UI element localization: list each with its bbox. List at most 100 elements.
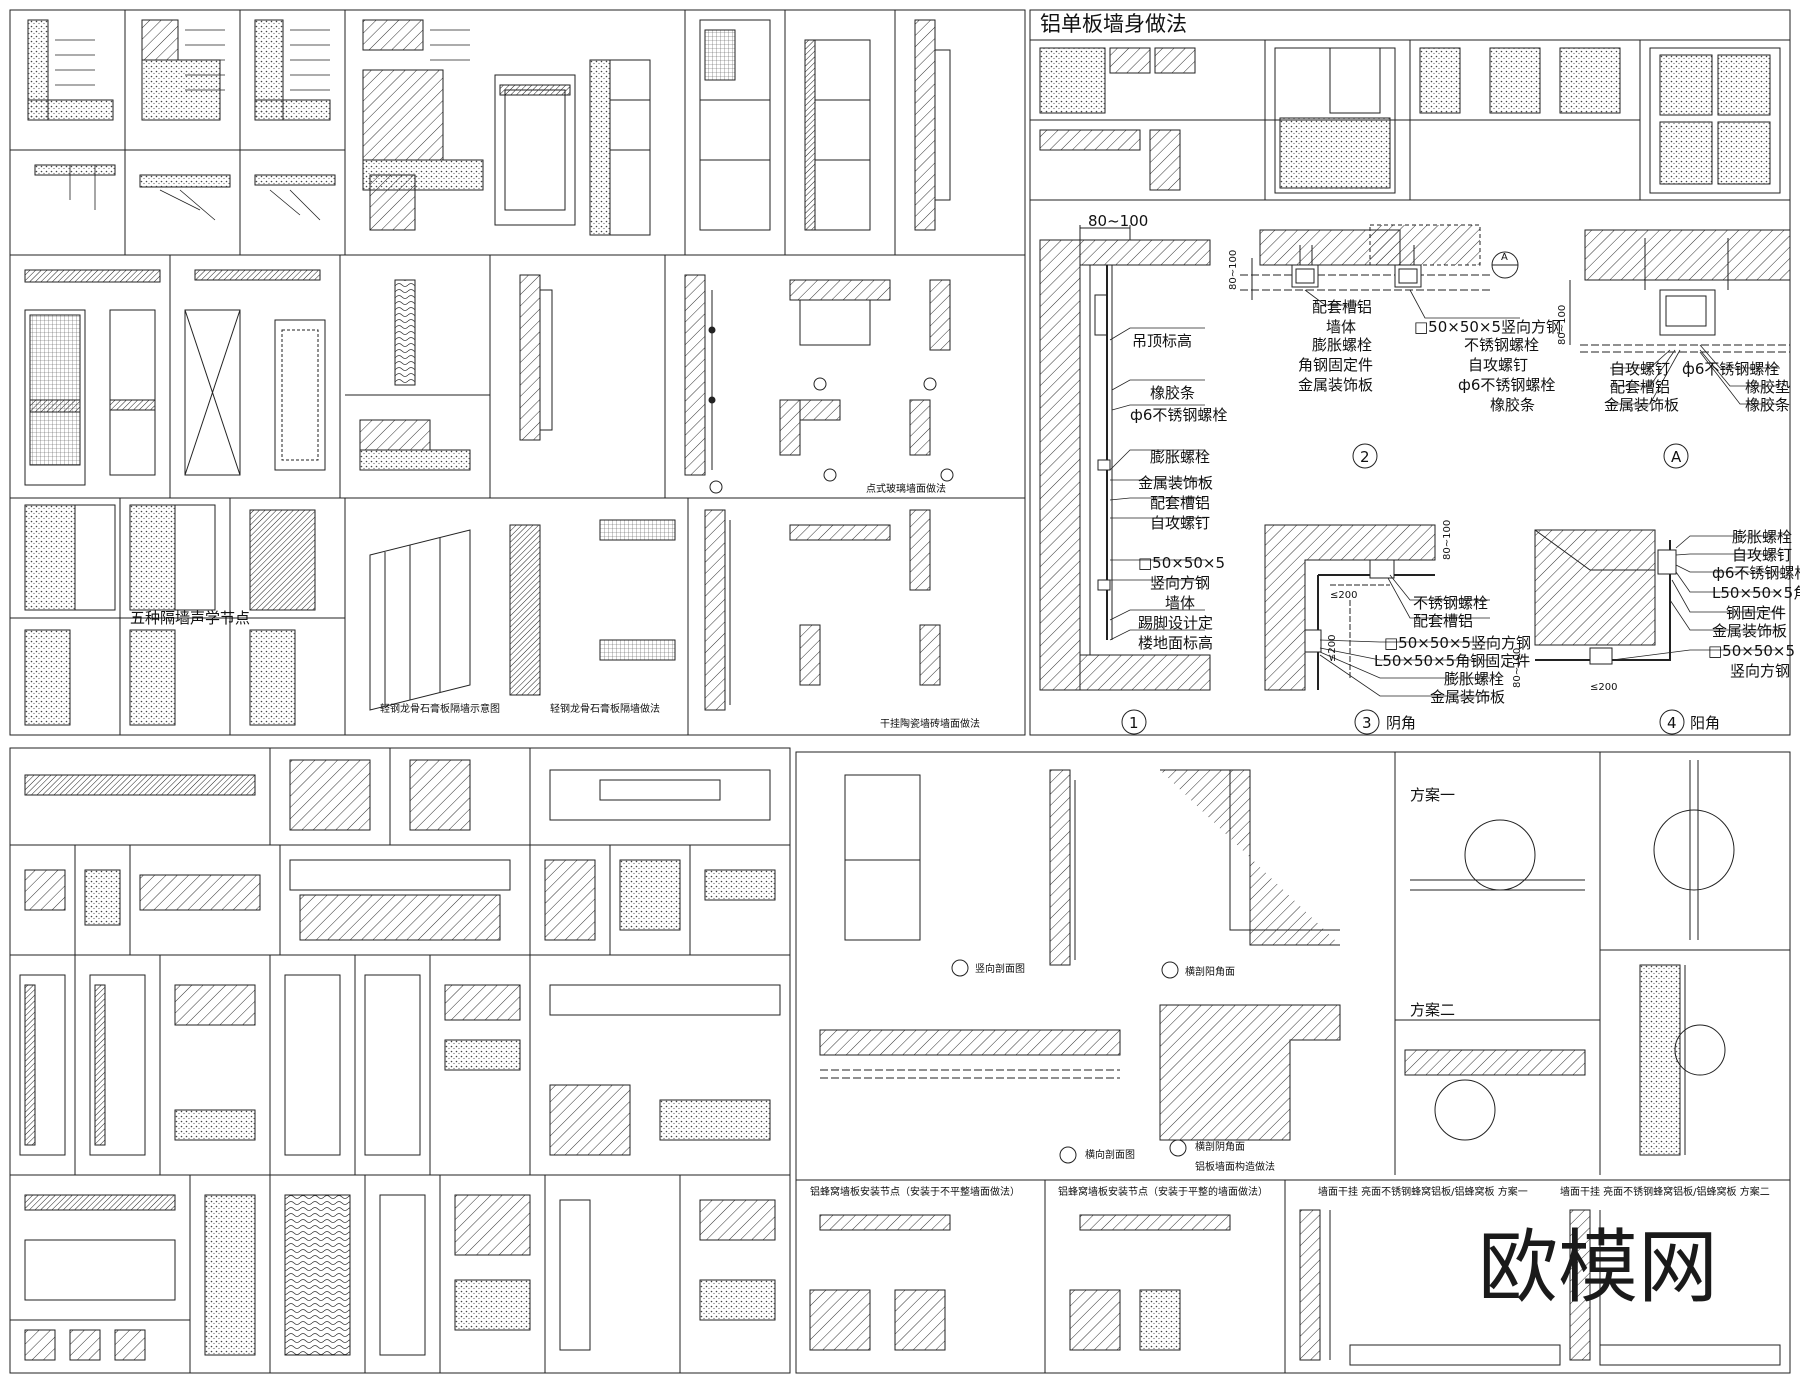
svg-text:橡胶条: 橡胶条: [1745, 396, 1790, 414]
svg-text:橡胶垫: 橡胶垫: [1745, 378, 1790, 396]
plan-1-label: 方案一: [1410, 786, 1455, 804]
honeycomb-details: [809, 1209, 1781, 1366]
svg-text:□50×50×5竖向方钢: □50×50×5竖向方钢: [1384, 634, 1531, 652]
svg-text:80~100: 80~100: [1228, 250, 1239, 290]
alu-detail-3: [1264, 524, 1436, 691]
detail-1-marker: [1121, 709, 1147, 735]
svg-text:□50×50×5竖向方钢: □50×50×5竖向方钢: [1414, 318, 1561, 336]
bottom-left-details: [19, 759, 781, 1361]
top-left-quadrant: [9, 9, 1026, 736]
svg-text:不锈钢螺栓: 不锈钢螺栓: [1464, 336, 1539, 354]
corner-details-top: [27, 19, 484, 231]
svg-text:3: 3: [1362, 714, 1372, 732]
svg-text:铝板墙面构造做法: 铝板墙面构造做法: [1195, 1160, 1275, 1173]
ceramic-details: [704, 509, 941, 711]
alu-detail-4-labels: 膨胀螺栓 自攻螺钉 ф6不锈钢螺栓 L50×50×5角 钢固定件 金属装饰板 □…: [1512, 528, 1800, 693]
svg-text:楼地面标高: 楼地面标高: [1138, 634, 1213, 652]
gypsum-title-1: 轻钢龙骨石膏板隔墙示意图: [380, 702, 500, 715]
section-labels: 竖向剖面图 横剖阳角面 横向剖面图 横剖阴角面 铝板墙面构造做法: [975, 962, 1275, 1173]
svg-text:L50×50×5角钢固定件: L50×50×5角钢固定件: [1374, 652, 1530, 670]
svg-text:2: 2: [1360, 448, 1370, 466]
detail-2-marker: [1352, 443, 1378, 469]
alu-detail-A-leaders: [1610, 344, 1780, 405]
svg-text:≤200: ≤200: [1590, 682, 1617, 693]
leader-lines-1: [55, 29, 470, 221]
svg-text:□50×50×5: □50×50×5: [1138, 554, 1225, 572]
svg-text:配套槽铝: 配套槽铝: [1150, 494, 1210, 512]
svg-text:铝蜂窝墙板安装节点（安装于平整的墙面做法）: 铝蜂窝墙板安装节点（安装于平整的墙面做法）: [1058, 1185, 1268, 1198]
svg-text:钢固定件: 钢固定件: [1726, 604, 1786, 622]
svg-text:横剖阳角面: 横剖阳角面: [1185, 965, 1235, 978]
svg-text:横剖阴角面: 横剖阴角面: [1195, 1140, 1245, 1153]
svg-text:墙体: 墙体: [1326, 318, 1356, 336]
alu-panel-sections: [819, 769, 1341, 1141]
top-right-title: 铝单板墙身做法: [1040, 12, 1187, 36]
alu-detail-2: [1240, 224, 1490, 300]
scheme-details: [1404, 760, 1735, 1156]
svg-text:膨胀螺栓: 膨胀螺栓: [1312, 336, 1372, 354]
svg-text:A: A: [1501, 252, 1508, 263]
plan-2-label: 方案二: [1410, 1001, 1455, 1019]
section-markers: [951, 959, 1187, 1164]
sound-insulation-panels: [24, 504, 316, 726]
svg-text:80~100: 80~100: [1442, 520, 1453, 560]
svg-text:竖向剖面图: 竖向剖面图: [975, 962, 1025, 975]
alu-detail-4-leaders: [1611, 535, 1780, 661]
svg-text:≤200: ≤200: [1327, 635, 1338, 662]
svg-text:ф6不锈钢螺栓: ф6不锈钢螺栓: [1712, 564, 1800, 582]
svg-text:吊顶标高: 吊顶标高: [1132, 332, 1192, 350]
bottom-right-frame: [795, 751, 1791, 1374]
alu-detail-A: [1569, 229, 1791, 353]
ceramic-title: 干挂陶瓷墙砖墙面做法: [880, 717, 980, 730]
detail-A-marker: [1663, 443, 1689, 469]
detail-4-marker: [1659, 709, 1685, 735]
sound-title: 五种隔墙声学节点: [130, 609, 250, 627]
alu-detail-3-leaders: [1319, 574, 1490, 697]
svg-text:金属装饰板: 金属装饰板: [1712, 622, 1787, 640]
svg-text:墙面干挂 亮面不锈钢蜂窝铝板/铝蜂窝板 方案一: 墙面干挂 亮面不锈钢蜂窝铝板/铝蜂窝板 方案一: [1318, 1185, 1528, 1198]
alu-detail-A-labels: 80~100 自攻螺钉 配套槽铝 金属装饰板 ф6不锈钢螺栓 橡胶垫 橡胶条 4: [1557, 305, 1790, 414]
alu-detail-1-leaders: [1109, 327, 1205, 641]
svg-text:4: 4: [1684, 360, 1690, 371]
point-glass-details: [684, 274, 951, 476]
svg-text:墙面干挂 亮面不锈钢蜂窝铝板/铝蜂窝板 方案二: 墙面干挂 亮面不锈钢蜂窝铝板/铝蜂窝板 方案二: [1560, 1185, 1770, 1198]
svg-text:自攻螺钉: 自攻螺钉: [1468, 356, 1528, 374]
svg-text:□50×50×5: □50×50×5: [1708, 642, 1795, 660]
svg-text:铝蜂窝墙板安装节点（安装于不平整墙面做法）: 铝蜂窝墙板安装节点（安装于不平整墙面做法）: [810, 1185, 1020, 1198]
door-elevations: [24, 269, 553, 486]
svg-text:1: 1: [1129, 714, 1139, 732]
detail-3-marker: [1354, 709, 1380, 735]
svg-text:金属装饰板: 金属装饰板: [1604, 396, 1679, 414]
alu-detail-2-labels: 80~100 配套槽铝 墙体 膨胀螺栓 角钢固定件 金属装饰板 □50×50×5…: [1228, 250, 1561, 414]
svg-text:横向剖面图: 横向剖面图: [1085, 1148, 1135, 1161]
svg-text:金属装饰板: 金属装饰板: [1298, 376, 1373, 394]
point-glass-circles: [709, 377, 954, 494]
svg-text:4: 4: [1667, 714, 1677, 732]
svg-text:踢脚设计定: 踢脚设计定: [1138, 614, 1213, 632]
alu-detail-1: [1039, 225, 1211, 691]
svg-text:配套槽铝: 配套槽铝: [1610, 378, 1670, 396]
svg-text:竖向方钢: 竖向方钢: [1730, 662, 1790, 680]
glass-title: 点式玻璃墙面做法: [866, 482, 946, 495]
alu-detail-2-leaders: [1304, 289, 1520, 319]
svg-text:自攻螺钉: 自攻螺钉: [1732, 546, 1792, 564]
svg-text:ф6不锈钢螺栓: ф6不锈钢螺栓: [1682, 360, 1779, 378]
svg-text:膨胀螺栓: 膨胀螺栓: [1732, 528, 1792, 546]
svg-text:ф6不锈钢螺栓: ф6不锈钢螺栓: [1458, 376, 1555, 394]
svg-text:80~100: 80~100: [1512, 648, 1523, 688]
top-right-frame: [1029, 9, 1791, 736]
watermark: 欧模网: [1478, 1221, 1718, 1314]
svg-text:阴角: 阴角: [1386, 714, 1416, 732]
honeycomb-titles: 铝蜂窝墙板安装节点（安装于不平整墙面做法） 铝蜂窝墙板安装节点（安装于平整的墙面…: [810, 1185, 1770, 1198]
alu-detail-1-labels: 80~100 吊顶标高 橡胶条 ф6不锈钢螺栓 膨胀螺栓 金属装饰板 配套槽铝 …: [1088, 212, 1227, 652]
svg-text:橡胶条: 橡胶条: [1150, 384, 1195, 402]
gypsum-wall: [369, 519, 676, 711]
gypsum-title-2: 轻钢龙骨石膏板隔墙做法: [550, 702, 660, 715]
svg-text:配套槽铝: 配套槽铝: [1413, 612, 1473, 630]
svg-text:L50×50×5角: L50×50×5角: [1712, 584, 1800, 602]
svg-text:角钢固定件: 角钢固定件: [1298, 356, 1373, 374]
svg-text:自攻螺钉: 自攻螺钉: [1150, 514, 1210, 532]
svg-text:≤200: ≤200: [1330, 590, 1357, 601]
svg-text:配套槽铝: 配套槽铝: [1312, 298, 1372, 316]
